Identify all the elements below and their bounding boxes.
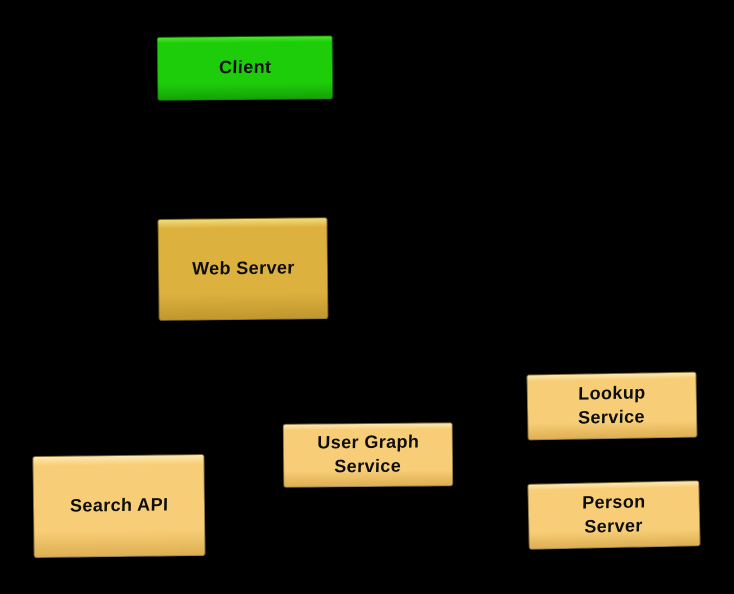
diagram-node-lookup-service: Lookup Service [526, 371, 698, 441]
node-label-user-graph-service: User Graph Service [317, 431, 420, 477]
diagram-node-person-server: Person Server [527, 480, 701, 550]
diagram-node-client: Client [156, 35, 334, 101]
diagram-node-web-server: Web Server [157, 217, 329, 321]
node-label-search-api: Search API [69, 494, 169, 516]
diagram-node-user-graph-service: User Graph Service [282, 422, 454, 488]
node-label-lookup-service: Lookup Service [578, 382, 647, 428]
diagram-node-search-api: Search API [32, 453, 206, 559]
node-label-web-server: Web Server [191, 257, 295, 279]
node-label-client: Client [218, 56, 272, 78]
node-label-person-server: Person Server [582, 491, 647, 537]
